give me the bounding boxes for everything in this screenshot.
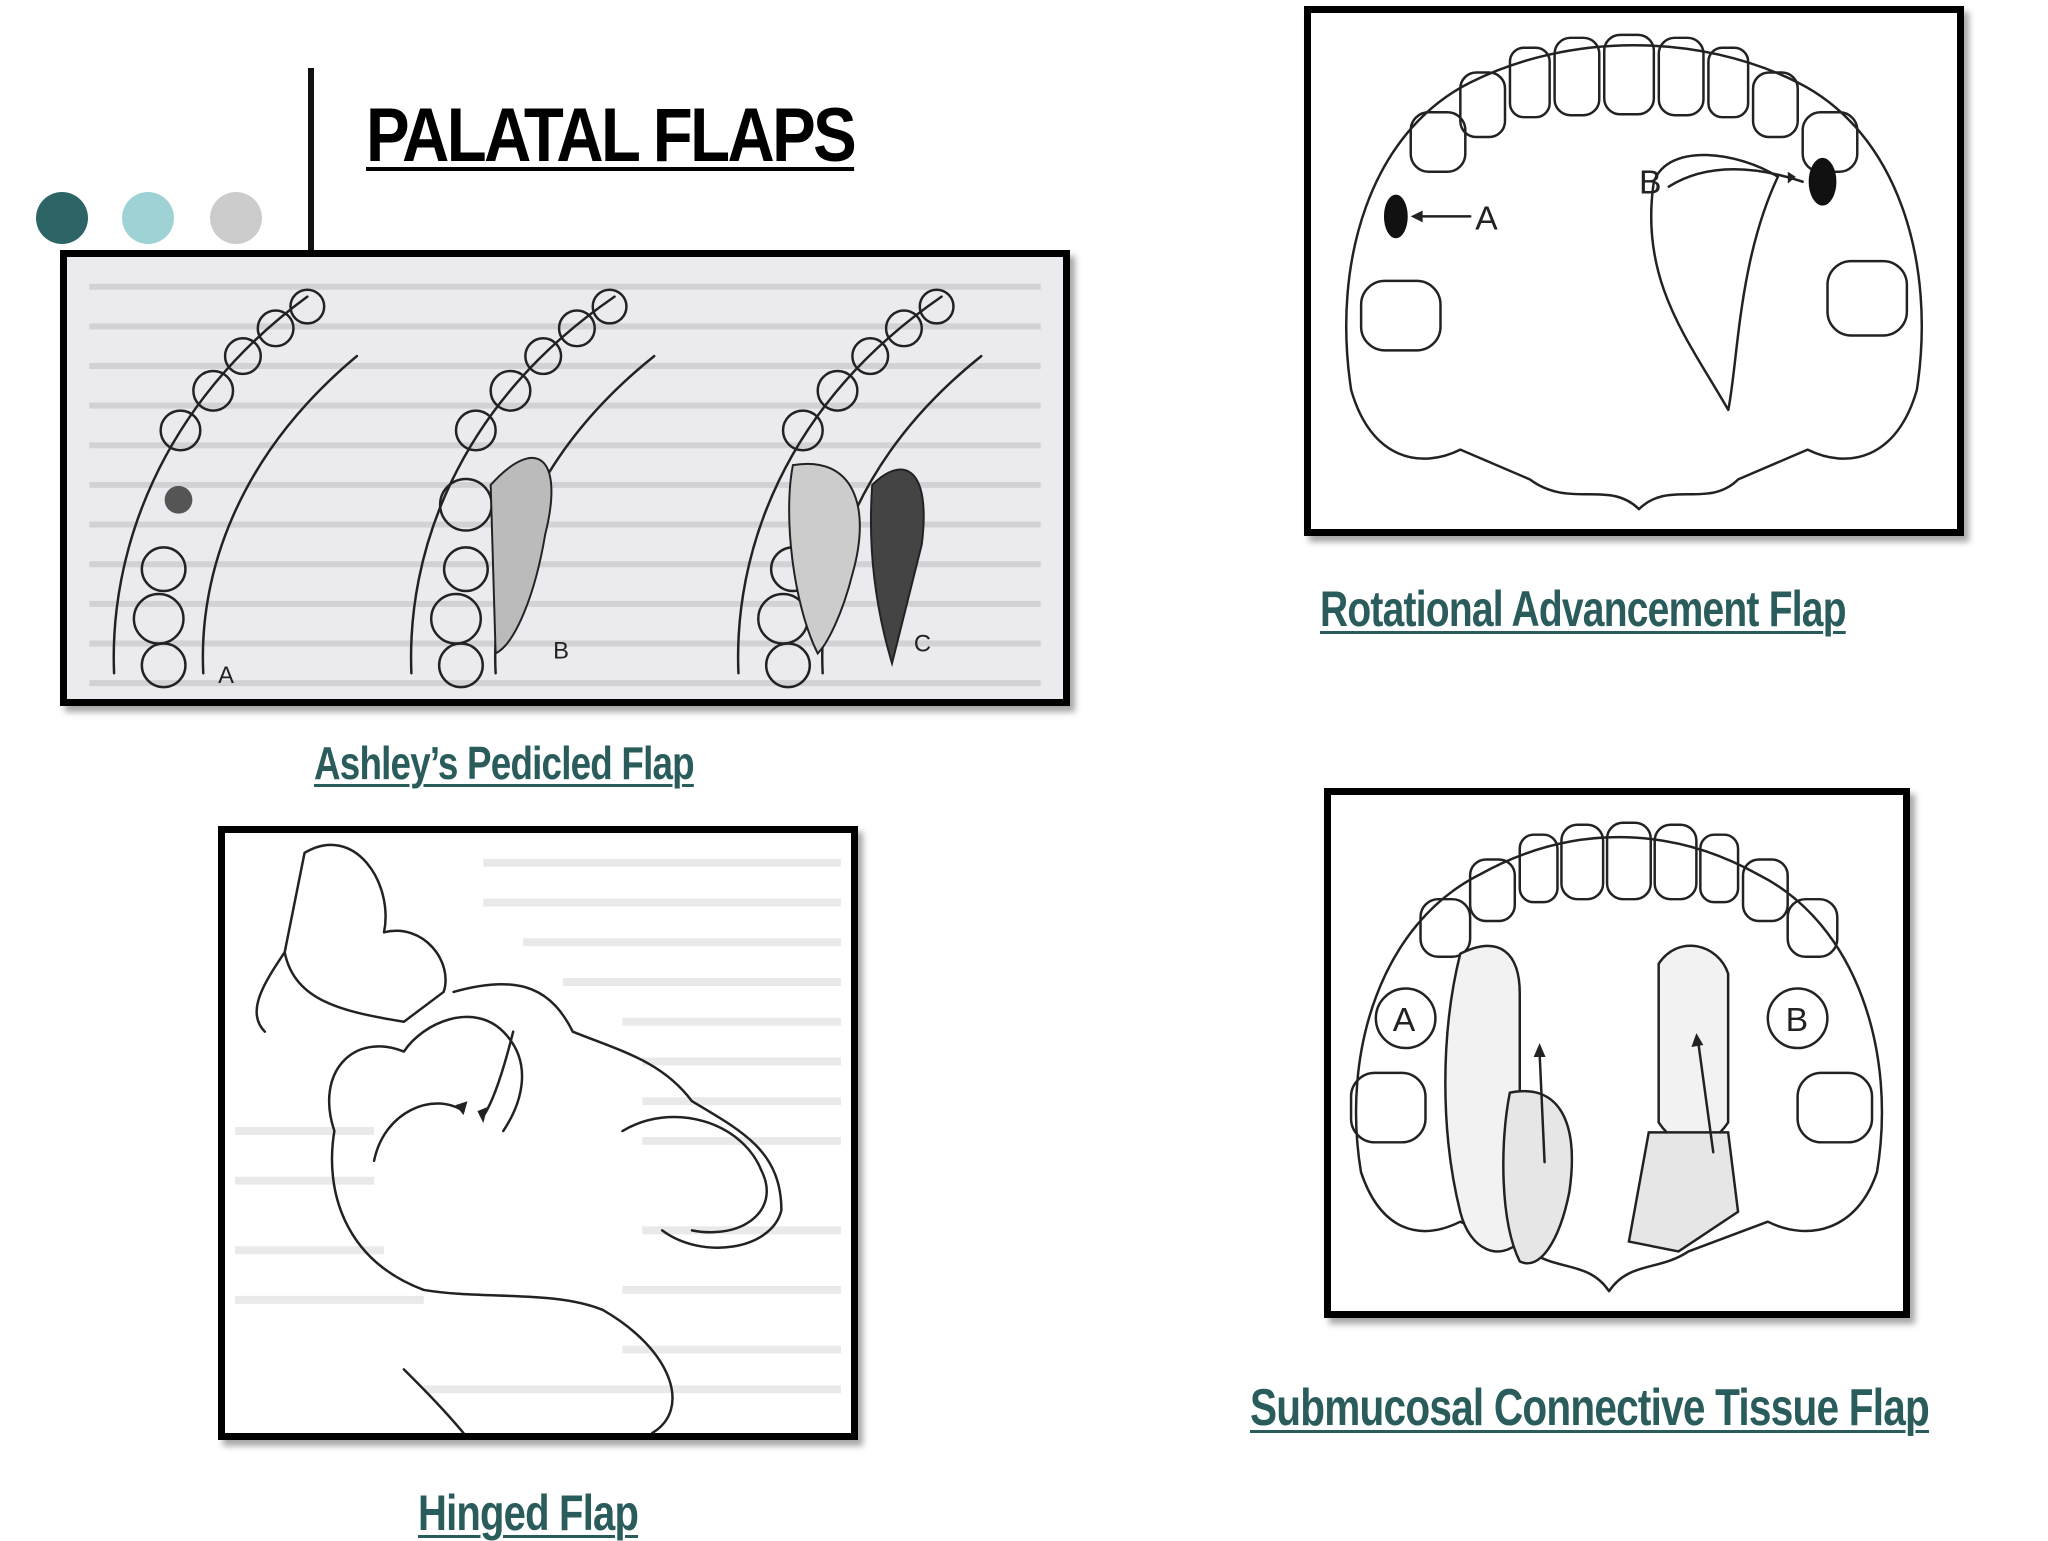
caption-submucosal-flap: Submucosal Connective Tissue Flap [1250,1379,1930,1437]
rotational-label-a: A [1475,199,1498,237]
page-title: PALATAL FLAPS [366,93,857,178]
ashley-label-a: A [218,662,234,689]
ashley-label-b: B [553,637,569,664]
rotational-flap-figure: A B [1304,6,1964,536]
title-divider-line [308,68,314,250]
hinged-flap-illustration [235,843,841,1433]
caption-hinged-flap: Hinged Flap [418,1485,639,1541]
caption-rotational-flap: Rotational Advancement Flap [1320,581,1847,637]
accent-dot-grey [210,192,262,244]
submucosal-flap-illustration: A B [1349,821,1884,1293]
caption-ashley-flap: Ashley’s Pedicled Flap [314,737,695,789]
ashley-flap-figure: A B C [60,250,1070,706]
submucosal-flap-figure: A B [1324,788,1910,1318]
accent-dot-teal [122,192,174,244]
rotational-label-b: B [1639,164,1661,202]
submucosal-label-a: A [1393,1001,1416,1039]
rotational-flap-illustration: A B [1345,33,1923,511]
hinged-flap-figure [218,826,858,1440]
accent-dot-dark [36,192,88,244]
ashley-label-c: C [914,630,931,657]
submucosal-label-b: B [1786,1001,1809,1039]
ashley-flap-illustration: A B C [89,283,1041,689]
